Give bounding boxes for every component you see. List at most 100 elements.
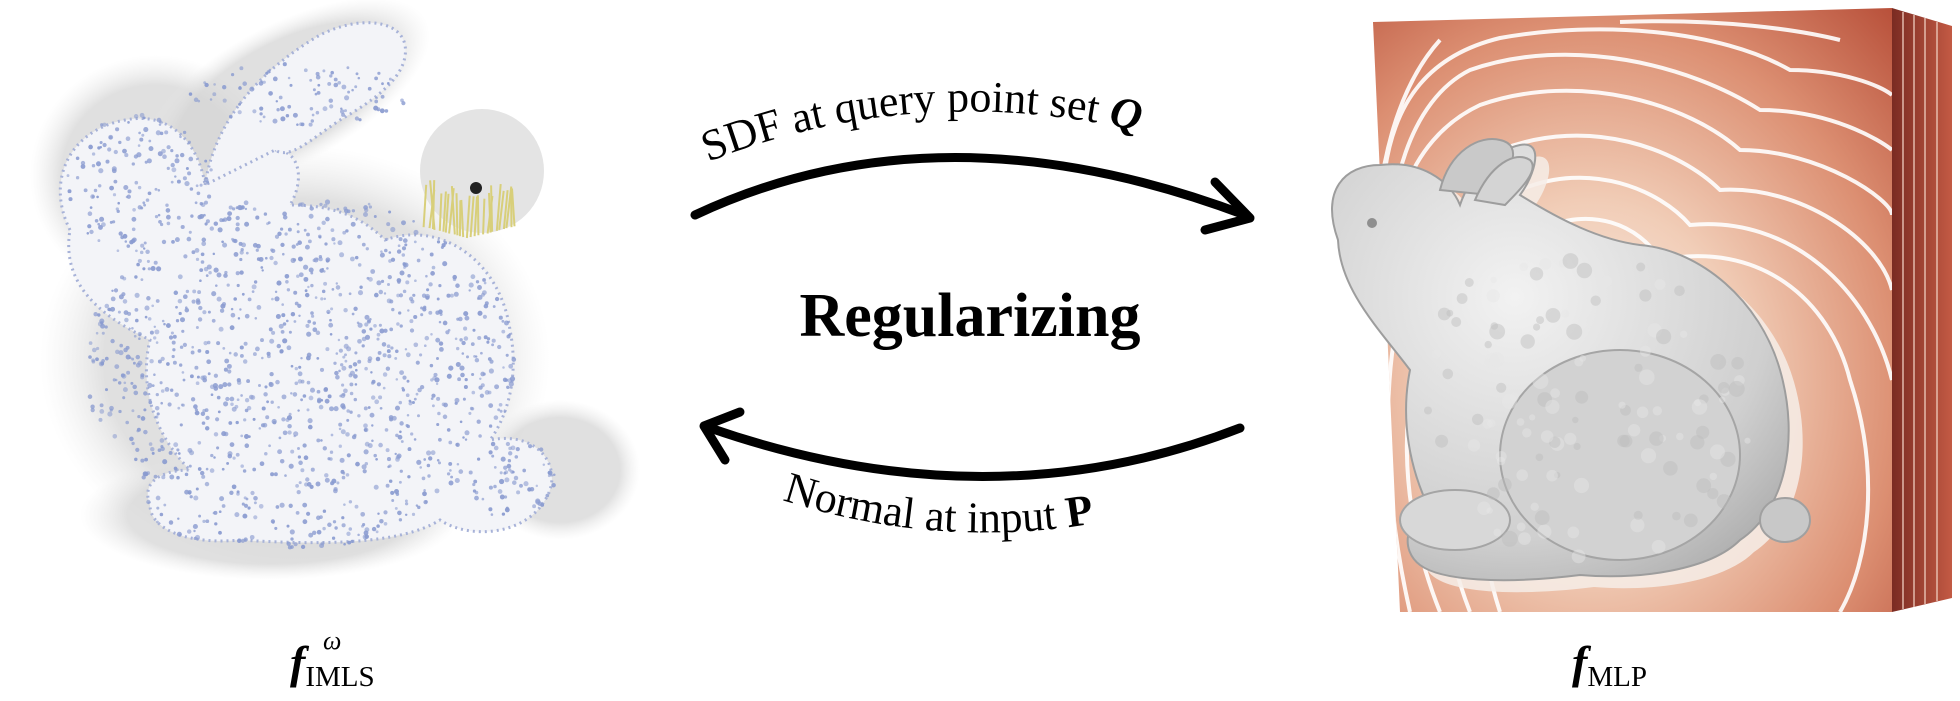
sample-point: [305, 323, 310, 328]
sample-point: [206, 340, 211, 345]
sample-point: [180, 224, 185, 230]
sample-point: [255, 248, 259, 252]
sample-point: [270, 400, 274, 404]
sample-point: [442, 261, 448, 267]
sample-point: [413, 229, 419, 235]
sample-point: [482, 314, 487, 319]
mesh-bump: [1672, 511, 1681, 521]
sample-point: [276, 280, 282, 286]
mesh-bump: [1639, 345, 1651, 357]
mesh-bump: [1431, 349, 1441, 359]
sample-point: [200, 375, 205, 381]
sample-point: [192, 289, 197, 294]
sample-point: [280, 330, 285, 334]
sample-point: [436, 422, 440, 427]
center-label: Regularizing: [799, 282, 1141, 350]
sample-point: [340, 469, 345, 474]
sample-point: [235, 452, 240, 457]
sample-point: [461, 352, 465, 355]
sample-point: [316, 226, 321, 231]
sample-point: [448, 365, 454, 371]
sample-point: [454, 337, 458, 341]
sample-point: [97, 239, 101, 243]
sample-point: [304, 244, 310, 250]
sample-point: [306, 408, 310, 412]
sample-point: [413, 397, 417, 401]
sample-point: [228, 205, 233, 210]
sample-point: [137, 414, 141, 419]
sample-point: [262, 80, 266, 84]
sample-point: [361, 242, 366, 247]
sample-point: [310, 283, 314, 288]
mesh-bump: [1663, 461, 1678, 476]
sample-point: [171, 167, 177, 173]
neighborhood-normal: [450, 186, 456, 235]
sample-point: [357, 414, 361, 418]
sample-point: [236, 538, 242, 544]
sample-point: [140, 458, 145, 463]
sample-point: [131, 326, 134, 330]
sample-point: [436, 357, 439, 360]
sample-point: [118, 409, 122, 414]
sample-point: [200, 202, 206, 208]
sample-point: [497, 489, 503, 494]
sample-point: [146, 499, 151, 505]
mesh-bump: [1437, 307, 1451, 321]
sample-point: [224, 270, 228, 275]
mesh-bump: [1532, 373, 1549, 389]
sample-point: [464, 438, 468, 441]
sample-point: [302, 519, 308, 525]
sample-point: [277, 449, 283, 455]
caption-superscript: ω: [323, 626, 342, 655]
mesh-bump: [1721, 387, 1730, 396]
sample-point: [449, 293, 454, 298]
sample-point: [181, 329, 185, 333]
mesh-bump: [1579, 355, 1587, 362]
sample-point: [338, 422, 343, 427]
sample-point: [136, 262, 140, 267]
mesh-bump: [1536, 316, 1545, 325]
sample-point: [242, 513, 248, 519]
sample-point: [281, 394, 287, 400]
mesh-bump: [1716, 494, 1732, 509]
sample-point: [344, 109, 347, 113]
sample-point: [279, 502, 285, 508]
sample-point: [287, 227, 292, 232]
sample-point: [111, 166, 117, 172]
sample-point: [98, 361, 104, 367]
sample-point: [319, 367, 325, 372]
sample-point: [274, 290, 278, 294]
mesh-bump: [1558, 259, 1568, 268]
sample-point: [117, 310, 121, 314]
sample-point: [87, 224, 92, 229]
sample-point: [471, 372, 475, 377]
sample-point: [488, 368, 494, 374]
sample-point: [274, 296, 280, 302]
sample-point: [415, 504, 419, 507]
sample-point: [547, 474, 551, 478]
sample-point: [197, 349, 202, 353]
sample-point: [341, 392, 346, 397]
sample-point: [503, 410, 506, 414]
sample-point: [94, 219, 99, 223]
sample-point: [333, 406, 339, 412]
sample-point: [269, 255, 274, 261]
sample-point: [413, 342, 419, 348]
sample-point: [325, 347, 330, 352]
sample-point: [180, 403, 184, 407]
sample-point: [428, 282, 433, 287]
sample-point: [373, 323, 377, 328]
sample-point: [386, 349, 391, 354]
sample-point: [367, 406, 371, 409]
sample-point: [216, 296, 222, 302]
sample-point: [306, 380, 311, 385]
sample-point: [293, 542, 298, 547]
sample-point: [146, 259, 150, 263]
sample-point: [354, 383, 358, 386]
sample-point: [429, 252, 434, 257]
sample-point: [227, 211, 233, 217]
sample-point: [129, 436, 134, 442]
sample-point: [364, 366, 368, 371]
mesh-bump: [1620, 404, 1631, 416]
sample-point: [80, 164, 86, 169]
